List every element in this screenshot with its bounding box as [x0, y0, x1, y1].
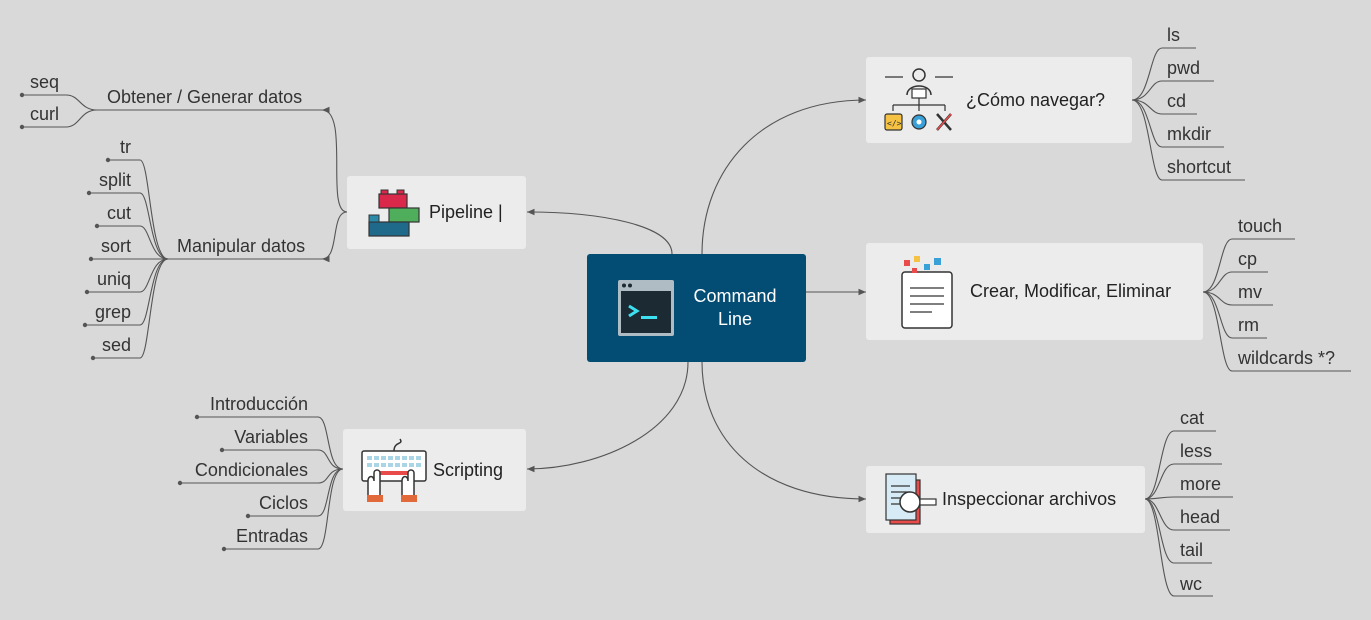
nav-leaf[interactable]: pwd	[1167, 58, 1201, 78]
pipeline-obtain-label[interactable]: Obtener / Generar datos	[107, 87, 303, 107]
scripting-leaf[interactable]: Introducción	[209, 394, 308, 414]
nav-label: ¿Cómo navegar?	[966, 89, 1106, 110]
inspect-leaf[interactable]: wc	[1180, 574, 1202, 594]
inspect-leaf[interactable]: cat	[1180, 408, 1205, 428]
crud-leaf[interactable]: cp	[1238, 249, 1258, 269]
pipeline-node[interactable]: Pipeline |	[347, 176, 526, 249]
blocks-icon	[368, 189, 420, 237]
file-search-icon	[885, 472, 937, 525]
nav-leaf[interactable]: shortcut	[1167, 157, 1232, 177]
inspect-leaf[interactable]: less	[1180, 441, 1213, 461]
edge-pipeline	[526, 208, 673, 255]
crud-node[interactable]: Crear, Modificar, Eliminar	[866, 243, 1203, 340]
clipboard-icon	[901, 255, 953, 329]
manip-leaf[interactable]: grep	[94, 302, 131, 322]
svg-text:</>: </>	[887, 119, 902, 128]
crud-leaf[interactable]: mv	[1238, 282, 1262, 302]
scripting-leaf[interactable]: Variables	[234, 427, 308, 447]
manip-leaf[interactable]: sed	[101, 335, 131, 355]
inspect-leaf[interactable]: more	[1180, 474, 1222, 494]
pipeline-label: Pipeline |	[429, 202, 503, 222]
obtain-leaf[interactable]: seq	[30, 72, 60, 92]
manip-leaf[interactable]: split	[98, 170, 131, 190]
nav-leaf[interactable]: ls	[1167, 25, 1180, 45]
nav-leaf[interactable]: mkdir	[1167, 124, 1211, 144]
keyboard-hands-icon	[361, 438, 427, 502]
pipeline-manip-label[interactable]: Manipular datos	[177, 236, 306, 256]
scripting-leaf[interactable]: Entradas	[235, 526, 308, 546]
inspect-node[interactable]: Inspeccionar archivos	[866, 466, 1145, 533]
nav-leaf[interactable]: cd	[1167, 91, 1187, 111]
crud-leaf[interactable]: wildcards *?	[1238, 348, 1336, 368]
edge-nav	[701, 96, 867, 255]
inspect-label: Inspeccionar archivos	[942, 489, 1117, 509]
scripting-node[interactable]: Scripting	[343, 429, 526, 511]
manip-leaf[interactable]: cut	[106, 203, 131, 223]
inspect-leaf[interactable]: head	[1180, 507, 1221, 527]
manip-leaf[interactable]: tr	[120, 137, 131, 157]
obtain-leaf[interactable]: curl	[30, 104, 60, 124]
developer-tools-icon: </>	[884, 68, 953, 131]
scripting-label: Scripting	[433, 459, 504, 480]
nav-node[interactable]: </> ¿Cómo navegar?	[866, 57, 1132, 143]
scripting-leaf[interactable]: Ciclos	[258, 493, 308, 513]
crud-leaf[interactable]: touch	[1238, 216, 1283, 236]
scripting-leaf[interactable]: Condicionales	[194, 460, 308, 480]
manip-leaf[interactable]: uniq	[96, 269, 131, 289]
edge-inspect	[701, 361, 867, 503]
terminal-icon	[618, 280, 674, 336]
inspect-leaf[interactable]: tail	[1180, 540, 1204, 560]
edge-scripting	[526, 361, 689, 473]
crud-leaf[interactable]: rm	[1238, 315, 1259, 335]
crud-label: Crear, Modificar, Eliminar	[970, 281, 1172, 301]
manip-leaf[interactable]: sort	[100, 236, 131, 256]
